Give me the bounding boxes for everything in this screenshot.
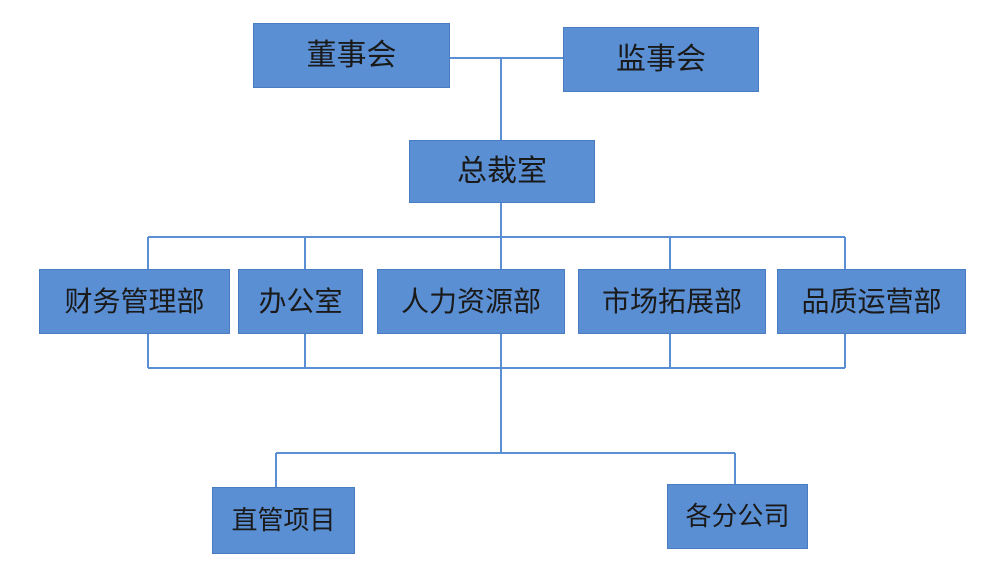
node-board: 董事会 xyxy=(253,23,450,88)
node-supervisors: 监事会 xyxy=(563,27,759,92)
node-president-office: 总裁室 xyxy=(409,140,595,203)
node-quality: 品质运营部 xyxy=(777,269,966,334)
node-board-label: 董事会 xyxy=(306,37,397,73)
node-quality-label: 品质运营部 xyxy=(801,284,942,318)
node-direct-projects: 直管项目 xyxy=(212,487,355,554)
node-branches: 各分公司 xyxy=(667,484,808,549)
node-hr-label: 人力资源部 xyxy=(400,284,541,318)
node-direct-projects-label: 直管项目 xyxy=(231,505,336,536)
node-market: 市场拓展部 xyxy=(578,269,766,334)
node-admin-office: 办公室 xyxy=(238,269,363,334)
node-finance: 财务管理部 xyxy=(39,269,230,334)
node-supervisors-label: 监事会 xyxy=(616,41,706,77)
node-market-label: 市场拓展部 xyxy=(601,284,742,318)
node-branches-label: 各分公司 xyxy=(685,501,790,532)
node-finance-label: 财务管理部 xyxy=(64,284,205,318)
node-hr: 人力资源部 xyxy=(377,269,565,334)
node-president-office-label: 总裁室 xyxy=(457,153,547,189)
node-admin-office-label: 办公室 xyxy=(258,284,343,318)
